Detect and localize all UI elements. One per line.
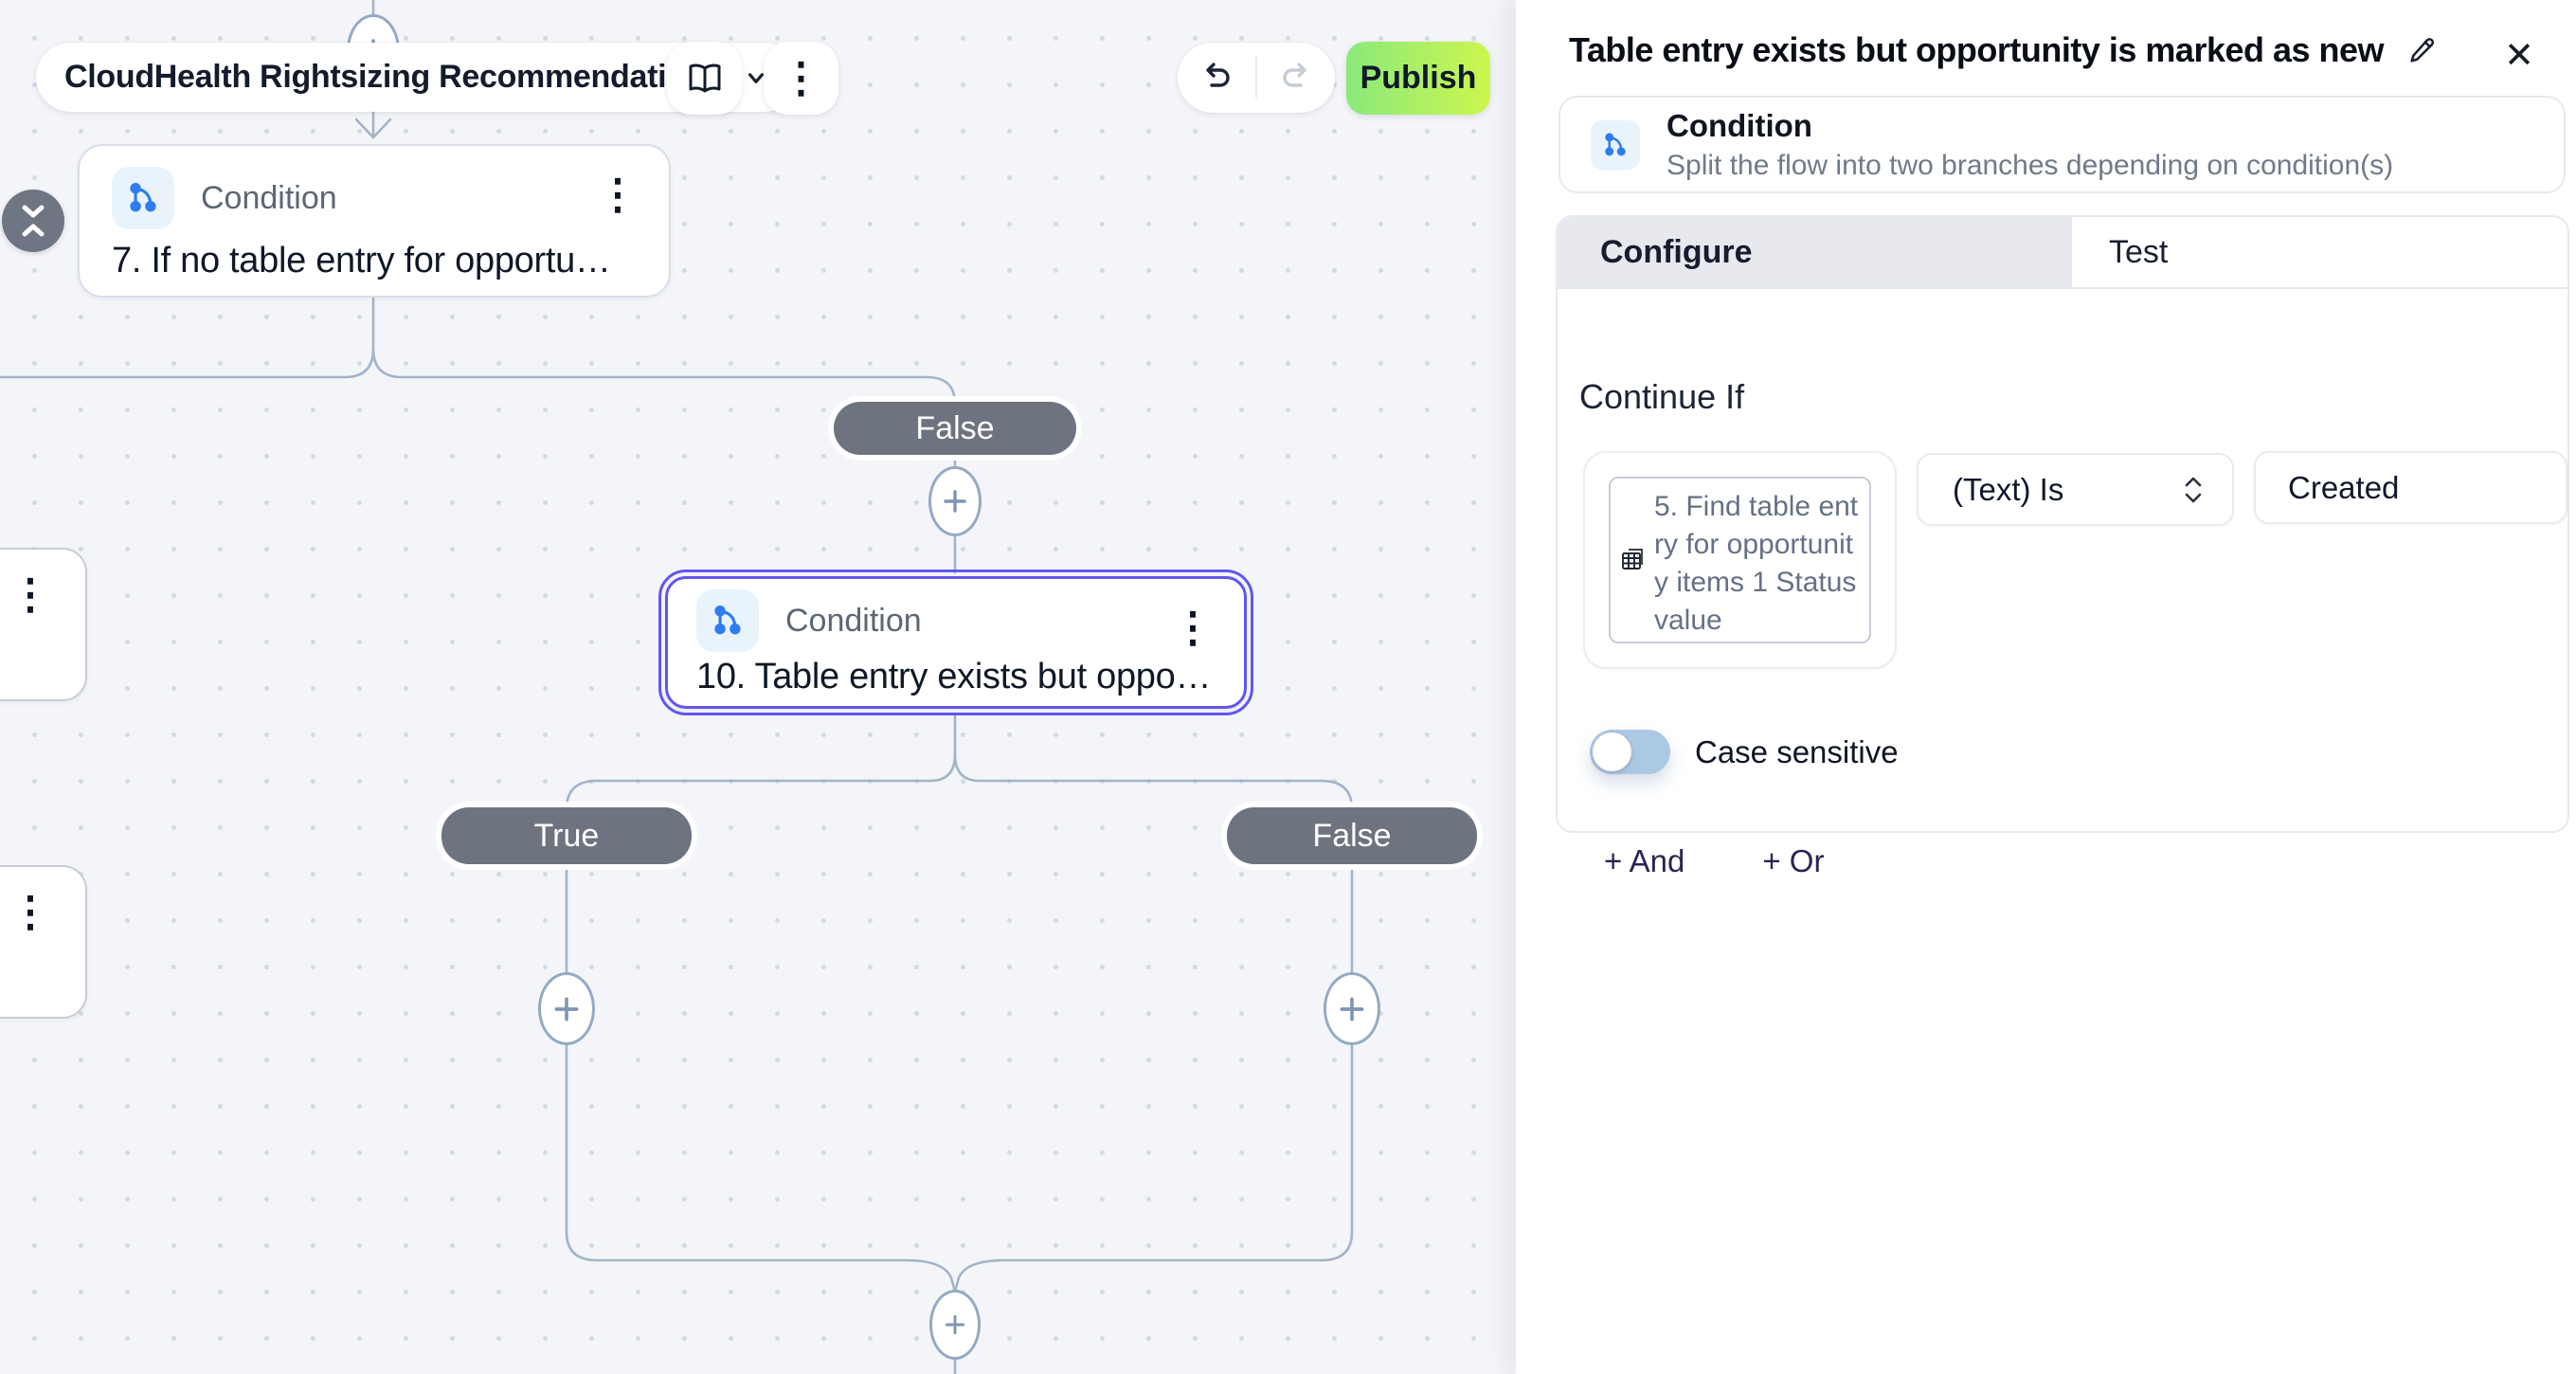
section-heading: Continue If — [1579, 377, 1745, 416]
value-input[interactable]: Created — [2254, 451, 2567, 524]
book-icon — [689, 63, 720, 92]
toggle-knob — [1593, 732, 1631, 771]
collapse-icon — [22, 205, 45, 237]
add-or-condition-button[interactable]: + Or — [1762, 843, 1825, 878]
undo-button[interactable] — [1178, 43, 1255, 113]
flow-menu-button[interactable]: ⋮ — [764, 42, 838, 115]
node-menu-button[interactable]: ⋮ — [1172, 605, 1214, 651]
node-title: 7. If no table entry for opportu… — [112, 241, 611, 280]
panel-title: Table entry exists but opportunity is ma… — [1569, 30, 2385, 69]
condition-left-operand: 5. Find table entry for opportunity item… — [1583, 451, 1897, 669]
pencil-icon — [2410, 38, 2435, 63]
redo-button[interactable] — [1257, 43, 1335, 113]
case-sensitive-label: Case sensitive — [1695, 733, 1899, 769]
flow-canvas[interactable]: CloudHealth Rightsizing Recommendations … — [0, 0, 1516, 1374]
node-partial[interactable]: ⋮ — [0, 548, 87, 701]
node-menu-button[interactable]: ⋮ — [597, 172, 639, 218]
redo-icon — [1283, 63, 1306, 87]
divider — [1255, 57, 1257, 99]
value-text: Created — [2288, 469, 2400, 505]
chevron-down-icon — [748, 72, 764, 83]
select-chevrons-icon — [2185, 477, 2202, 502]
flow-connectors — [0, 0, 1354, 1374]
add-step-button[interactable] — [928, 466, 982, 536]
tab-test[interactable]: Test — [2109, 233, 2169, 270]
undo-icon — [1206, 63, 1230, 87]
publish-button[interactable]: Publish — [1346, 42, 1490, 115]
tab-configure[interactable]: Configure — [1558, 217, 2072, 287]
add-step-button[interactable] — [538, 972, 595, 1045]
flow-name: CloudHealth Rightsizing Recommendations — [64, 59, 723, 95]
token-text: 5. Find table entry for opportunity item… — [1654, 491, 1859, 636]
branch-label-false: False — [1227, 807, 1477, 864]
condition-branch-icon — [1591, 119, 1640, 170]
node-menu-button[interactable]: ⋮ — [9, 571, 51, 618]
branch-label-false: False — [834, 402, 1076, 455]
add-step-button[interactable] — [929, 1290, 981, 1360]
close-panel-button[interactable]: ✕ — [2498, 34, 2540, 76]
node-condition-10-selected[interactable]: Condition ⋮ 10. Table entry exists but o… — [658, 569, 1253, 715]
collapse-branch-button[interactable] — [2, 190, 64, 252]
node-condition-7[interactable]: Condition ⋮ 7. If no table entry for opp… — [78, 144, 671, 298]
operator-select[interactable]: (Text) Is — [1917, 453, 2234, 526]
node-menu-button[interactable]: ⋮ — [9, 889, 51, 935]
condition-branch-icon — [696, 589, 759, 652]
condition-branch-icon — [112, 167, 174, 229]
node-type-label: Condition — [201, 179, 337, 216]
node-type-label: Condition — [785, 602, 922, 639]
step-type-description: Split the flow into two branches dependi… — [1666, 149, 2394, 181]
branch-label-true: True — [441, 807, 692, 864]
node-partial[interactable]: ⋮ — [0, 865, 87, 1019]
table-icon — [1617, 545, 1648, 575]
add-step-button[interactable] — [1324, 972, 1380, 1045]
undo-redo-group — [1178, 43, 1335, 113]
documentation-button[interactable] — [667, 42, 742, 115]
case-sensitive-toggle[interactable] — [1590, 730, 1670, 774]
node-title: 10. Table entry exists but oppor… — [696, 657, 1216, 696]
step-type-name: Condition — [1666, 107, 1812, 143]
step-config-panel: Table entry exists but opportunity is ma… — [1516, 0, 2576, 1374]
rename-step-button[interactable] — [2406, 34, 2439, 66]
configure-section: Configure Test Continue If 5. Find table… — [1556, 215, 2569, 878]
operator-value: (Text) Is — [1953, 471, 2064, 507]
kebab-icon: ⋮ — [780, 54, 822, 101]
close-icon: ✕ — [2504, 35, 2534, 76]
add-and-condition-button[interactable]: + And — [1604, 843, 1685, 878]
step-type-card: Condition Split the flow into two branch… — [1558, 96, 2566, 193]
variable-token[interactable]: 5. Find table entry for opportunity item… — [1609, 477, 1871, 643]
